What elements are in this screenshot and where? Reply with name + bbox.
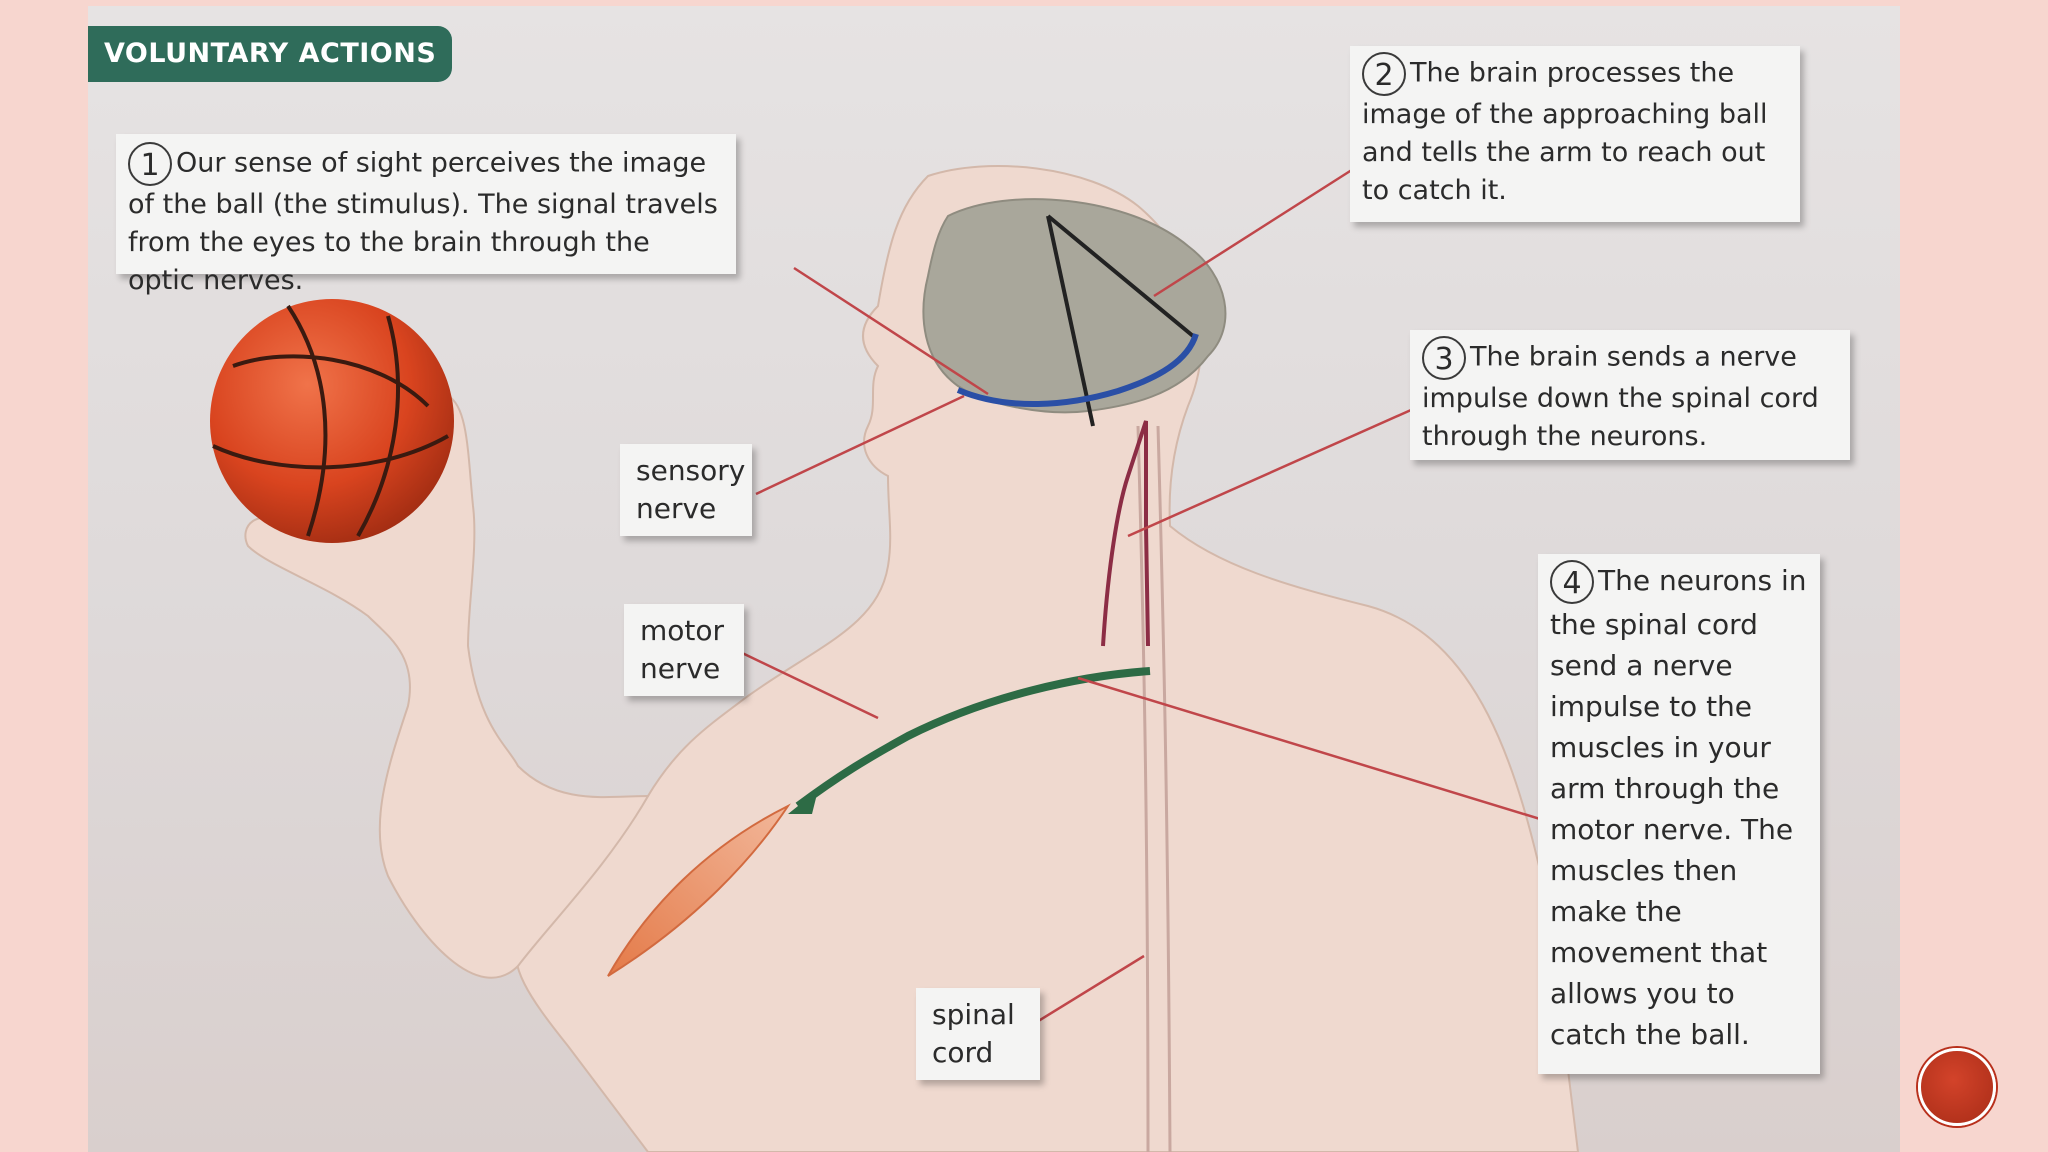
step-number-1: 1: [128, 142, 172, 186]
step-4-text: The neurons in the spinal cord send a ne…: [1550, 564, 1806, 1051]
step-number-3: 3: [1422, 336, 1466, 380]
page-title: VOLUNTARY ACTIONS: [88, 26, 452, 82]
step-2-text: The brain processes the image of the app…: [1362, 58, 1768, 207]
sensory-nerve-label: sensory nerve: [620, 444, 752, 536]
step-number-4: 4: [1550, 560, 1594, 604]
motor-nerve-label: motor nerve: [624, 604, 744, 696]
basketball-icon: [210, 299, 454, 543]
step-1-text: Our sense of sight perceives the image o…: [128, 148, 718, 297]
step-number-2: 2: [1362, 52, 1406, 96]
spinal-cord-label: spinal cord: [916, 988, 1040, 1080]
next-slide-button[interactable]: [1918, 1048, 1996, 1126]
step-3-text: The brain sends a nerve impulse down the…: [1422, 342, 1819, 453]
